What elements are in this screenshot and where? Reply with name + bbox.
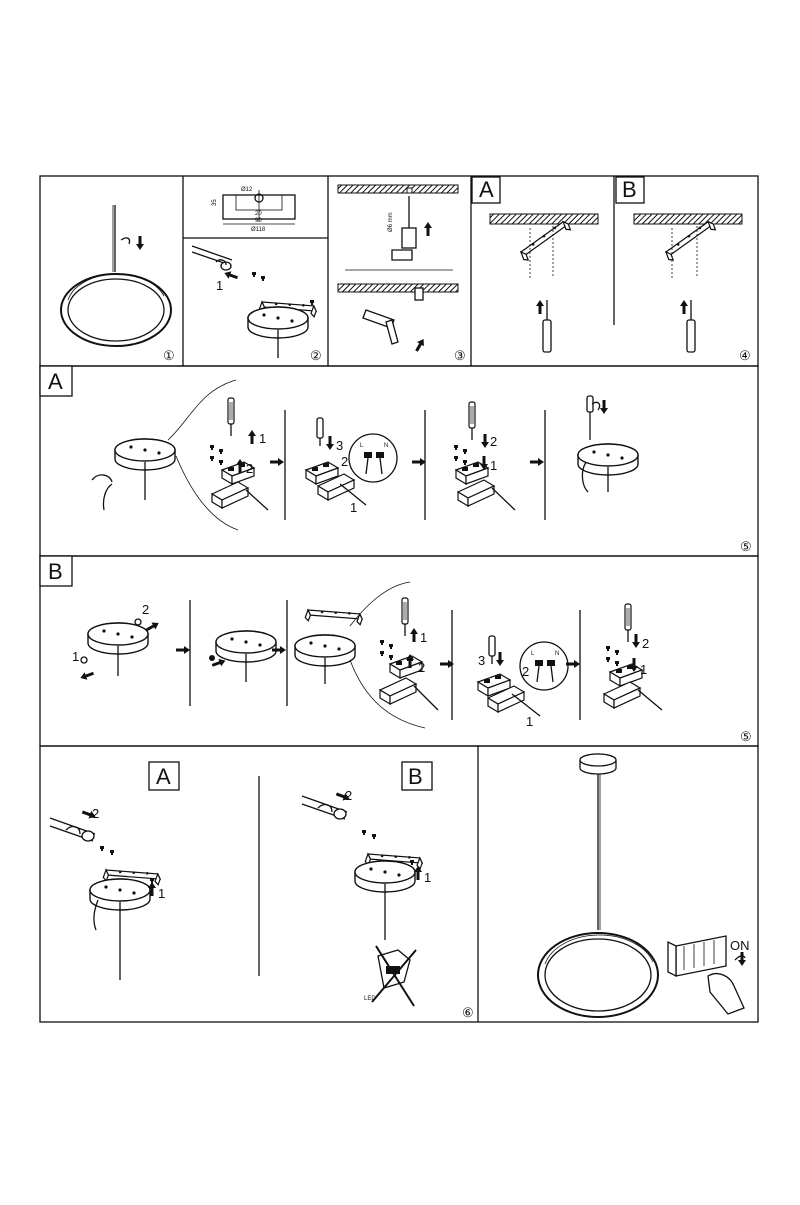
row5a-label: A	[48, 369, 63, 394]
callout-2-r5b-d: 2	[642, 636, 649, 651]
row-5b-wiring: B 2 1 1 2 3 2	[39, 555, 752, 744]
step-5b-marker: ⑤	[740, 729, 752, 744]
callout-2-r5a-c: 2	[490, 434, 497, 449]
callout-1-r6a: 1	[158, 886, 165, 901]
wire-N-r5b: N	[555, 651, 559, 657]
row4-frame	[39, 745, 759, 1023]
row5b-label: B	[48, 559, 63, 584]
step-2-marker: ②	[310, 348, 322, 363]
wall-switch: ON	[667, 935, 750, 1015]
dim-90: 90	[255, 218, 262, 224]
panel-2-assembly: 1 ②	[191, 245, 322, 363]
wire-L-r5b: L	[531, 651, 535, 657]
callout-2-r5b-b: 2	[418, 660, 425, 675]
step-3-marker: ③	[454, 348, 466, 363]
callout-3-r5b: 3	[478, 653, 485, 668]
callout-2-r5a-a: 2	[246, 461, 253, 476]
callout-2-r5a-b: 2	[341, 454, 348, 469]
callout-1-r5b-c: 1	[526, 714, 533, 729]
step-6-marker: ⑥	[462, 1005, 474, 1020]
dim-20: 20	[255, 211, 262, 217]
panel-1-ring-illustration: ①	[60, 205, 175, 363]
dim-d118: Ø118	[251, 227, 266, 233]
row6-label-b: B	[408, 764, 423, 789]
panel-3-drilling: Ø6 mm ③	[337, 184, 466, 363]
callout-2-r5b-c: 2	[522, 664, 529, 679]
step-5a-marker: ⑤	[740, 539, 752, 554]
callout-1-r5b-b: 1	[420, 630, 427, 645]
callout-2-r6a: 2	[92, 806, 99, 821]
callout-1-r5a-c: 1	[490, 458, 497, 473]
callout-1-r6b: 1	[424, 870, 431, 885]
dim-d12: Ø12	[241, 187, 253, 193]
row-6-final-mounting: A B 2 1 2 1 L	[49, 761, 474, 1020]
wire-L-r5a: L	[360, 443, 364, 449]
panel4-label-a: A	[479, 177, 494, 202]
led-label: LED	[364, 996, 376, 1002]
callout-1-r5b-d: 1	[640, 662, 647, 677]
callout-1-r5a-a: 1	[259, 431, 266, 446]
panel-4-mounting: A B ④	[471, 176, 751, 363]
step-4-marker: ④	[739, 348, 751, 363]
row6-label-a: A	[156, 764, 171, 789]
step-1-marker: ①	[163, 348, 175, 363]
callout-3-r5a: 3	[336, 438, 343, 453]
panel4-label-b: B	[622, 177, 637, 202]
callout-2-r6b: 2	[345, 788, 352, 803]
row-5a-wiring: A 1 2 3 2 1 L N	[39, 365, 752, 554]
switch-on-label: ON	[730, 938, 750, 953]
callout-1-r5b-a: 1	[72, 649, 79, 664]
panel-2-dimension-drawing: Ø12 35 20 90 Ø118	[212, 187, 296, 233]
callout-1-r5a-b: 1	[350, 500, 357, 515]
dim-35: 35	[212, 199, 218, 206]
callout-2-r5b-a: 2	[142, 602, 149, 617]
callout-1-panel2: 1	[216, 278, 223, 293]
row-6-finished-pendant: ON	[537, 753, 750, 1018]
dim-d6mm: Ø6 mm	[388, 212, 394, 232]
wire-N-r5a: N	[384, 443, 388, 449]
led-warning-cross: LED	[364, 945, 417, 1007]
row1-frame	[39, 175, 759, 367]
